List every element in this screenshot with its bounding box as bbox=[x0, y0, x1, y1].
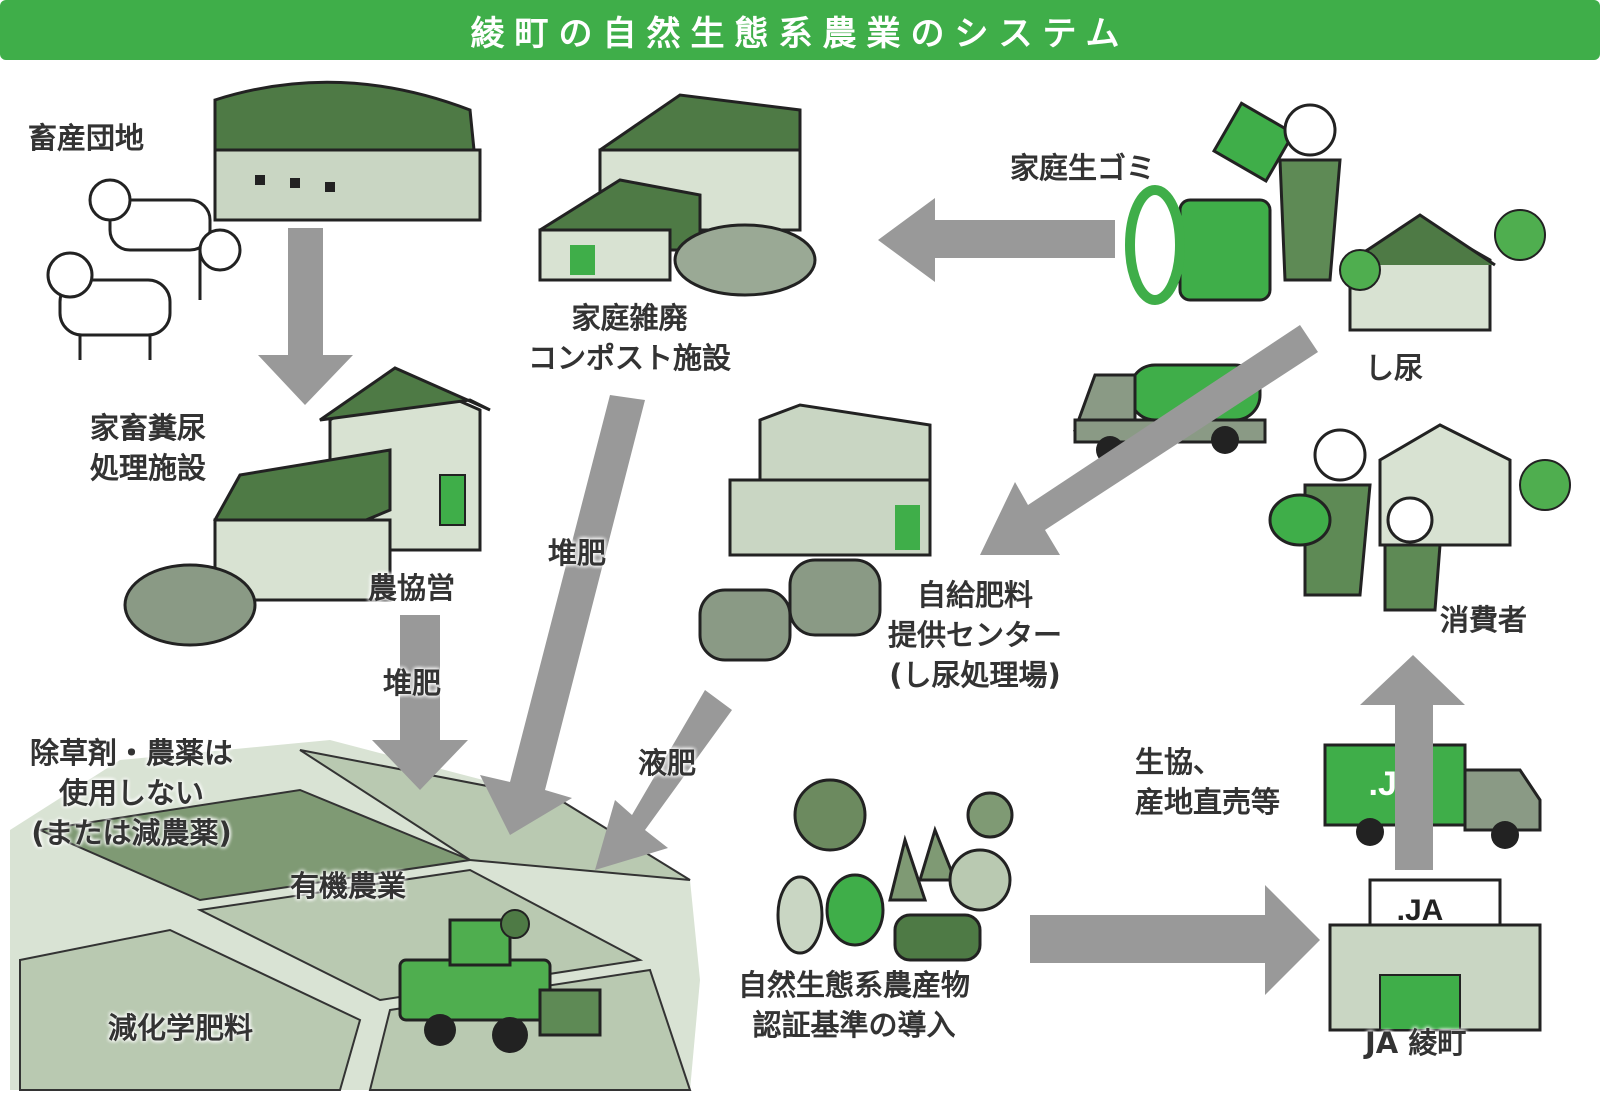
label-no-herbicide-line3: (または減農薬) bbox=[31, 816, 232, 850]
arrow-center-to-fields bbox=[595, 690, 732, 870]
label-no-herbicide: 除草剤・農薬は 使用しない (または減農薬) bbox=[30, 733, 233, 853]
arrow-coop-to-fields bbox=[372, 615, 468, 790]
arrow-garbage-to-compost bbox=[878, 198, 1115, 282]
label-reduced-fertilizer: 減化学肥料 bbox=[108, 1011, 254, 1045]
label-compost-facility-line1: 家庭雑廃 bbox=[571, 301, 688, 335]
label-certification: 自然生態系農産物 認証基準の導入 bbox=[738, 965, 970, 1045]
label-distribution-line1: 生協、 bbox=[1135, 745, 1223, 779]
house-illustration bbox=[1339, 209, 1546, 332]
farm-fields bbox=[10, 740, 700, 1091]
label-fertilizer-center-line1: 自給肥料 bbox=[917, 578, 1034, 612]
arrow-products-to-ja bbox=[1030, 885, 1320, 995]
ja-building-logo: .JA bbox=[1397, 894, 1444, 927]
label-no-herbicide-line1: 除草剤・農薬は bbox=[30, 736, 234, 770]
label-flow-compost-2: 堆肥 bbox=[548, 536, 607, 570]
livestock-barn-illustration bbox=[213, 80, 482, 222]
label-coop-operated: 農協営 bbox=[368, 571, 456, 605]
arrow-compost-to-fields bbox=[480, 395, 645, 835]
label-distribution-line2: 産地直売等 bbox=[1135, 785, 1281, 819]
arrow-livestock-to-manure bbox=[258, 228, 353, 405]
label-no-herbicide-line2: 使用しない bbox=[59, 776, 205, 810]
label-certification-line2: 認証基準の導入 bbox=[752, 1008, 956, 1042]
ja-building-illustration: .JA bbox=[1328, 878, 1542, 1032]
flow-arrows bbox=[258, 198, 1465, 995]
fertilizer-center-illustration bbox=[698, 403, 932, 662]
label-compost-facility-line2: コンポスト施設 bbox=[528, 341, 732, 375]
label-manure-facility: 家畜糞尿 処理施設 bbox=[90, 408, 206, 488]
manure-facility-illustration bbox=[123, 366, 491, 647]
diagram-title: 綾町の自然生態系農業のシステム bbox=[470, 13, 1130, 54]
label-organic-farming: 有機農業 bbox=[290, 869, 407, 903]
consumers-illustration bbox=[1268, 423, 1571, 612]
label-fertilizer-center-line2: 提供センター bbox=[888, 618, 1063, 652]
cows-illustration bbox=[46, 178, 242, 360]
label-flow-liquid: 液肥 bbox=[638, 746, 697, 780]
label-household-garbage: 家庭生ゴミ bbox=[1010, 151, 1156, 185]
label-ja-ayacho: JA 綾町 bbox=[1365, 1026, 1467, 1060]
vegetables-illustration bbox=[776, 778, 1014, 962]
label-manure-facility-line2: 処理施設 bbox=[90, 451, 207, 485]
garbage-woman-illustration bbox=[1125, 101, 1342, 305]
tractor-illustration bbox=[398, 909, 602, 1053]
label-manure-facility-line1: 家畜糞尿 bbox=[90, 411, 207, 445]
label-distribution: 生協、 産地直売等 bbox=[1135, 742, 1280, 822]
arrow-ja-to-consumers bbox=[1360, 655, 1465, 870]
label-fertilizer-center-line3: (し尿処理場) bbox=[889, 658, 1061, 692]
label-compost-facility: 家庭雑廃 コンポスト施設 bbox=[528, 298, 731, 378]
label-fertilizer-center: 自給肥料 提供センター (し尿処理場) bbox=[888, 575, 1062, 695]
label-flow-compost-1: 堆肥 bbox=[383, 666, 442, 700]
title-bar: 綾町の自然生態系農業のシステム bbox=[0, 0, 1600, 60]
label-consumers: 消費者 bbox=[1440, 603, 1528, 637]
arrow-nightsoil-to-center bbox=[980, 325, 1318, 555]
label-night-soil: し尿 bbox=[1365, 351, 1424, 385]
label-certification-line1: 自然生態系農産物 bbox=[738, 968, 971, 1002]
label-livestock-area: 畜産団地 bbox=[28, 121, 145, 155]
compost-facility-illustration bbox=[538, 93, 817, 297]
